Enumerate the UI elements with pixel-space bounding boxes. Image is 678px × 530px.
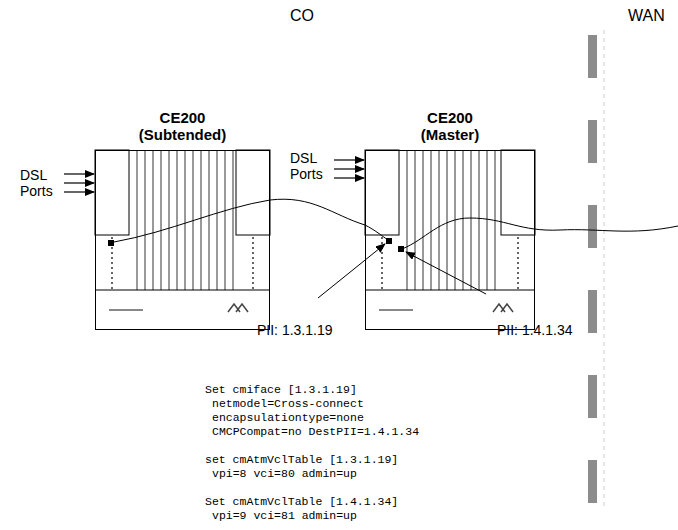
pii-label: PII: 1.4.1.34	[497, 322, 573, 338]
boundary-bar	[588, 35, 597, 503]
chassis-box: CE200 (Master)	[365, 150, 535, 330]
chassis-box: CE200 (Subtended)	[95, 150, 270, 330]
chassis-title: CE200 (Master)	[396, 109, 504, 143]
command-line: encapsulationtype=none	[212, 411, 364, 425]
chassis-drawing	[95, 150, 270, 312]
command-line: CMCPCompat=no DestPII=1.4.1.34	[212, 425, 419, 439]
chassis-title: CE200 (Subtended)	[129, 109, 237, 143]
command-line: set cmAtmVclTable [1.3.1.19]	[205, 453, 398, 467]
cable-lead	[365, 225, 388, 240]
wan-cable	[402, 218, 678, 249]
port-dot	[108, 240, 114, 246]
command-line: Set cmAtmVclTable [1.4.1.34]	[205, 495, 398, 509]
chassis-drawing	[365, 150, 535, 312]
region-label: CO	[290, 8, 314, 24]
command-line: vpi=8 vci=80 admin=up	[212, 467, 357, 481]
region-label: WAN	[628, 8, 665, 24]
command-line: Set cmiface [1.3.1.19]	[205, 383, 357, 397]
pii-leaders	[318, 244, 486, 298]
port-label: DSL Ports	[290, 150, 335, 182]
cable-lead	[114, 200, 270, 242]
port-label: DSL Ports	[20, 167, 65, 199]
pii-label: PII: 1.3.1.19	[257, 322, 333, 338]
port-dot	[398, 246, 404, 252]
command-line: netmodel=Cross-connect	[212, 397, 364, 411]
boundary-line	[604, 30, 605, 510]
cable-connector	[270, 199, 365, 225]
command-line: vpi=9 vci=81 admin=up	[212, 509, 357, 523]
